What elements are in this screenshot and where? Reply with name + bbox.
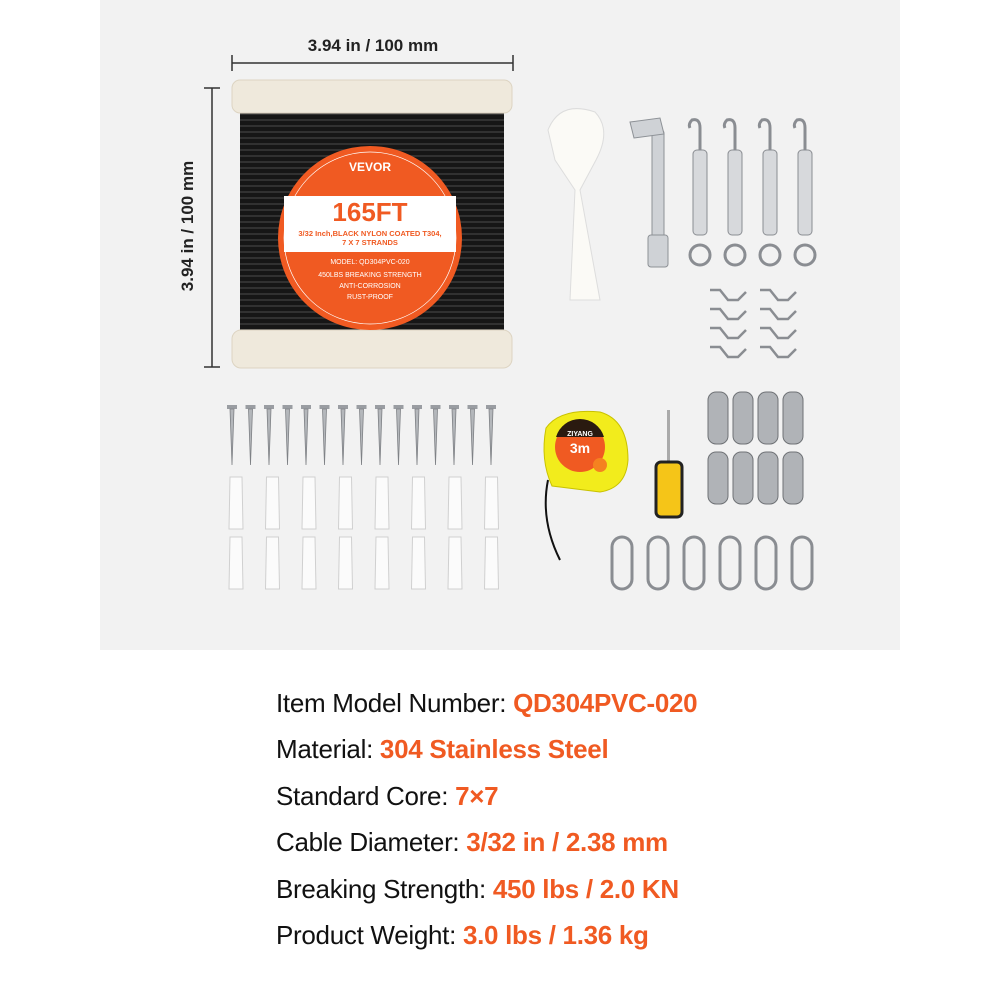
screw [449, 405, 459, 466]
cable-hook [710, 345, 747, 359]
wire-clamp [732, 391, 754, 445]
cable-spool [231, 79, 513, 369]
wall-anchor [410, 536, 427, 590]
spool-feature-1: ANTI-CORROSION [339, 283, 401, 290]
spool-strength: 450LBS BREAKING STRENGTH [318, 272, 422, 279]
wall-anchor [374, 536, 390, 590]
cable-hook [760, 326, 797, 340]
width-dimension-line [231, 55, 514, 71]
wall-anchor [337, 536, 354, 590]
spec-row: Cable Diameter: 3/32 in / 2.38 mm [276, 827, 697, 873]
spec-row: Product Weight: 3.0 lbs / 1.36 kg [276, 920, 697, 966]
screw [338, 405, 348, 466]
height-dimension-line [204, 87, 220, 368]
cable-hook [710, 288, 747, 302]
screwdriver [654, 410, 684, 519]
spool-brand-logo: VEVOR [348, 160, 391, 174]
spool-feature-2: RUST-PROOF [347, 294, 393, 301]
screw [486, 405, 496, 466]
spec-row: Standard Core: 7×7 [276, 781, 697, 827]
cable-hook [710, 326, 747, 340]
spec-row: Breaking Strength: 450 lbs / 2.0 KN [276, 874, 697, 920]
carabiner [610, 535, 634, 591]
wall-anchor [264, 536, 281, 590]
carabiner [646, 535, 670, 591]
spec-value: 3/32 in / 2.38 mm [466, 827, 668, 858]
screw [430, 405, 441, 466]
spec-row: Material: 304 Stainless Steel [276, 734, 697, 780]
wall-anchor [228, 476, 244, 530]
product-illustration [204, 55, 817, 591]
screw [282, 405, 293, 466]
carabiner [718, 535, 742, 591]
wire-clamp [757, 451, 779, 505]
cable-hook [760, 288, 797, 302]
spec-label: Product Weight: [276, 919, 463, 950]
cable-hook [760, 307, 797, 321]
turnbuckle [687, 118, 712, 267]
tape-brand: ZIYANG [567, 431, 593, 438]
turnbuckle [722, 118, 747, 267]
wire-clamp [782, 391, 804, 445]
screw [375, 405, 385, 466]
wall-anchor [483, 536, 500, 590]
spool-length: 165FT [332, 197, 408, 227]
spool-model: MODEL: QD304PVC-020 [330, 259, 410, 266]
wall-anchor [483, 476, 500, 530]
wall-anchor [447, 536, 463, 590]
zip-ties [547, 108, 605, 301]
screw [412, 405, 422, 466]
wire-clamp [707, 451, 729, 505]
screw [227, 405, 237, 466]
screw [319, 405, 330, 466]
spec-label: Cable Diameter: [276, 827, 467, 858]
wall-anchor [228, 536, 244, 590]
wire-clamp [757, 391, 779, 445]
wall-anchor [410, 476, 427, 530]
wall-anchor [264, 476, 281, 530]
tape-size: 3m [569, 440, 591, 456]
carabiner [754, 535, 778, 591]
wire-clamp [707, 391, 729, 445]
spec-value: 7×7 [455, 780, 499, 811]
spec-row: Item Model Number: QD304PVC-020 [276, 688, 698, 734]
turnbuckle [792, 118, 817, 267]
socket-wrench [629, 117, 669, 268]
spec-value: 304 Stainless Steel [379, 734, 609, 765]
width-dimension-label: 3.94 in / 100 mm [307, 36, 439, 55]
wall-anchor [447, 476, 463, 530]
screw [301, 405, 311, 466]
spec-value: 3.0 lbs / 1.36 kg [462, 919, 649, 950]
spec-value: 450 lbs / 2.0 KN [492, 873, 679, 904]
spool-description-2: 7 X 7 STRANDS [342, 238, 398, 247]
spec-label: Standard Core: [276, 780, 456, 811]
cable-hook [710, 307, 747, 321]
turnbuckle [757, 118, 782, 267]
screw [356, 405, 367, 466]
tape-measure [543, 410, 629, 561]
spec-value: QD304PVC-020 [513, 688, 698, 718]
spec-label: Material: [276, 734, 380, 765]
wire-clamp [732, 451, 754, 505]
wall-anchor [301, 476, 317, 530]
wall-anchor [301, 536, 317, 590]
spec-label: Item Model Number: [276, 688, 514, 718]
spec-label: Breaking Strength: [276, 873, 493, 904]
carabiner [682, 535, 706, 591]
wall-anchor [337, 476, 354, 530]
screw [264, 405, 274, 466]
screw [467, 405, 478, 466]
carabiner [790, 535, 814, 591]
cable-hook [760, 345, 797, 359]
screw [393, 405, 404, 466]
wall-anchor [374, 476, 390, 530]
wire-clamp [782, 451, 804, 505]
screw [245, 405, 256, 466]
height-dimension-label: 3.94 in / 100 mm [178, 160, 197, 292]
spool-description-1: 3/32 Inch,BLACK NYLON COATED T304, [298, 229, 442, 238]
